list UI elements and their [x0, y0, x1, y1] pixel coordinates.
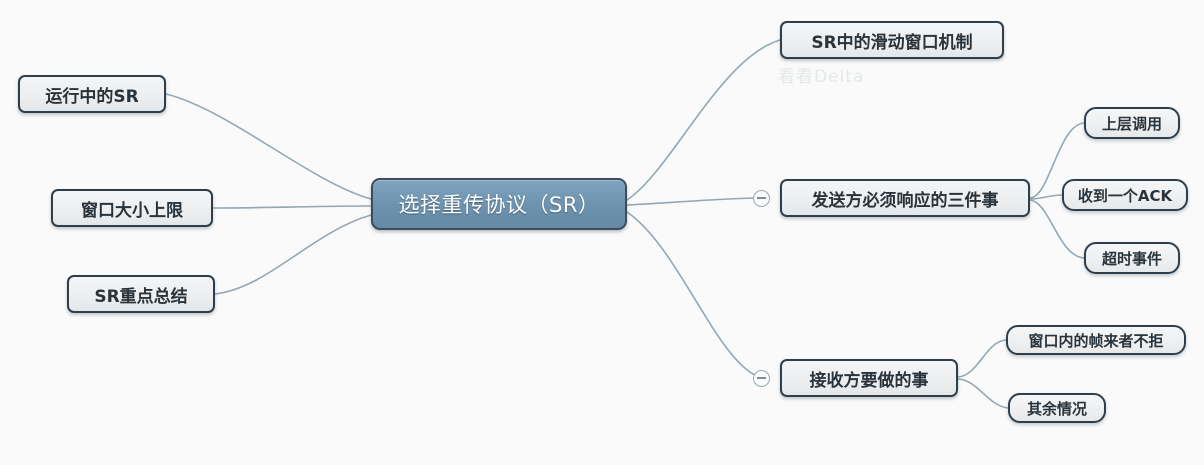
branch-node[interactable]: 发送方必须响应的三件事 [780, 179, 1030, 217]
root-node[interactable]: 选择重传协议（SR） [371, 178, 627, 230]
sub-branch-node[interactable]: 上层调用 [1084, 107, 1180, 139]
connector-line [165, 93, 372, 200]
connector-line [626, 39, 781, 201]
branch-node[interactable]: 窗口大小上限 [51, 189, 213, 227]
sub-branch-node[interactable]: 超时事件 [1084, 242, 1180, 274]
collapse-toggle-icon[interactable] [753, 189, 770, 207]
connector-line [212, 205, 372, 209]
branch-node[interactable]: SR中的滑动窗口机制 [780, 21, 1004, 59]
branch-node[interactable]: SR重点总结 [67, 275, 215, 313]
collapse-toggle-icon[interactable] [753, 369, 770, 387]
branch-node[interactable]: 接收方要做的事 [780, 359, 958, 397]
connector-line [626, 197, 763, 206]
sub-branch-node[interactable]: 收到一个ACK [1062, 179, 1188, 211]
sub-branch-node[interactable]: 其余情况 [1008, 393, 1106, 423]
connector-line [626, 211, 763, 379]
branch-node[interactable]: 运行中的SR [18, 75, 166, 113]
watermark: 看看Delta [778, 67, 865, 87]
connector-line [957, 339, 1007, 378]
connector-line [214, 214, 372, 295]
connector-line [957, 378, 1009, 409]
connector-line [1029, 194, 1063, 200]
sub-branch-node[interactable]: 窗口内的帧来者不拒 [1006, 325, 1186, 355]
